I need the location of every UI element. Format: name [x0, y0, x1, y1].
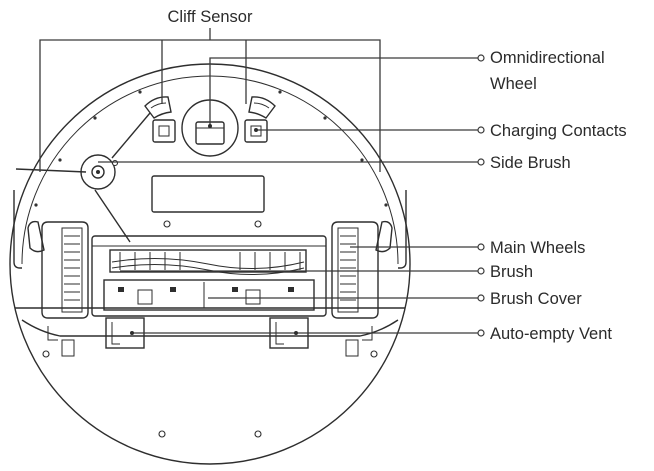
main-wheel-left: [41, 221, 89, 319]
main-wheel-right: [331, 221, 379, 319]
rim-dots: [34, 90, 388, 207]
label-main-wheels: Main Wheels: [490, 239, 585, 257]
label-charging-contacts: Charging Contacts: [490, 122, 627, 140]
label-omnidirectional-line1: Omnidirectional: [490, 49, 605, 67]
main-wheel-right-tread: [340, 235, 356, 301]
lower-panel-details: [42, 326, 378, 438]
leader-lines: [39, 28, 485, 337]
cliff-sensor-side-right: [375, 220, 393, 253]
charging-contact-right: [244, 119, 268, 143]
brush-cover: [103, 279, 315, 311]
brush: [109, 249, 307, 275]
battery-cover: [111, 159, 265, 228]
cliff-sensor-right: [248, 96, 276, 119]
label-brush: Brush: [490, 263, 533, 281]
side-brush: [15, 112, 151, 243]
main-wheel-left-tread: [64, 235, 80, 301]
label-brush-cover: Brush Cover: [490, 290, 582, 308]
label-cliff-sensor: Cliff Sensor: [168, 8, 253, 26]
label-auto-empty-vent: Auto-empty Vent: [490, 325, 612, 343]
label-side-brush: Side Brush: [490, 154, 571, 172]
label-omnidirectional-line2: Wheel: [490, 75, 537, 93]
brush-compartment: [91, 235, 327, 317]
omnidirectional-wheel-leader: [209, 57, 478, 126]
cliff-sensor-left: [144, 96, 172, 119]
cliff-sensor-side-left: [27, 220, 45, 253]
charging-contact-left: [152, 119, 176, 143]
